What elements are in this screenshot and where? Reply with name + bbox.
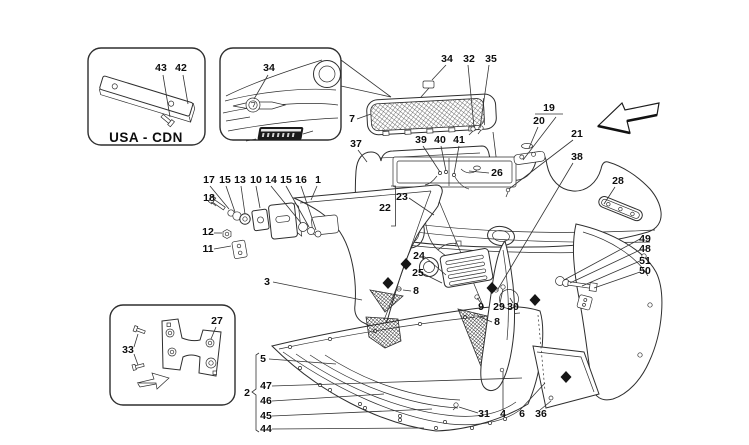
slotted-plate-art (439, 248, 494, 288)
fastener-diamond-icon (382, 277, 394, 289)
callout-20: 20 (533, 115, 545, 127)
callout-labels: 43 42 34 34 32 35 7 37 19 20 21 38 28 17… (122, 53, 651, 435)
leader-lines (209, 64, 641, 433)
callout-15-b: 15 (280, 174, 292, 186)
fastener-diamond-icon (400, 258, 412, 270)
callout-34-a: 34 (263, 62, 275, 74)
screws-33-art (131, 325, 146, 371)
callout-10: 10 (250, 174, 262, 186)
callout-48: 48 (639, 243, 651, 255)
fastener-diamond-icon (560, 371, 572, 383)
callout-8-a: 8 (413, 285, 419, 297)
callout-36: 36 (535, 408, 547, 420)
license-plate-support-art (98, 75, 196, 123)
screw-43-art (160, 113, 175, 128)
callout-16: 16 (295, 174, 307, 186)
grille-clip-art (420, 80, 435, 98)
callout-29: 29 (493, 301, 505, 313)
direction-arrow-large-icon (596, 101, 660, 135)
callout-25: 25 (412, 267, 424, 279)
marker-lamp-art (598, 196, 643, 222)
callout-49: 49 (639, 233, 651, 245)
callout-34-b: 34 (441, 53, 453, 65)
callout-50: 50 (639, 265, 651, 277)
callout-40: 40 (434, 134, 446, 146)
callout-22: 22 (379, 202, 391, 214)
callout-14: 14 (265, 174, 277, 186)
inset-box-front-view (219, 47, 392, 142)
fastener-diamond-icons (382, 258, 572, 383)
callout-35: 35 (485, 53, 497, 65)
hardware-cluster-art (207, 195, 322, 259)
callout-47: 47 (260, 380, 272, 392)
fastener-diamond-icon (529, 294, 541, 306)
callout-12: 12 (202, 226, 214, 238)
callout-15-a: 15 (219, 174, 231, 186)
callout-46: 46 (260, 395, 272, 407)
prancing-horse-emblem-icon (245, 97, 261, 113)
callout-2: 2 (244, 387, 250, 399)
callout-7: 7 (349, 113, 355, 125)
callout-19: 19 (543, 102, 555, 114)
callout-13: 13 (234, 174, 246, 186)
callout-39: 39 (415, 134, 427, 146)
callout-21: 21 (571, 128, 583, 140)
clip-assembly-art (505, 143, 546, 198)
region-label: USA - CDN (109, 130, 183, 145)
callout-26: 26 (491, 167, 503, 179)
bracket-27-art (161, 318, 222, 377)
callout-45: 45 (260, 410, 272, 422)
callout-6: 6 (519, 408, 525, 420)
inset-box-bracket (109, 304, 236, 406)
callout-8-b: 8 (494, 316, 500, 328)
fastener-diamond-icon (486, 282, 498, 294)
front-grille-art (366, 93, 497, 136)
callout-5: 5 (260, 353, 266, 365)
callout-42: 42 (175, 62, 187, 74)
callout-32: 32 (463, 53, 475, 65)
callout-4: 4 (500, 408, 506, 420)
callout-31: 31 (478, 408, 490, 420)
callout-30: 30 (507, 301, 519, 313)
callout-27: 27 (211, 315, 223, 327)
callout-3: 3 (264, 276, 270, 288)
callout-38: 38 (571, 151, 583, 163)
callout-17: 17 (203, 174, 215, 186)
mesh-patch-upper (369, 289, 404, 313)
callout-51: 51 (639, 255, 651, 267)
inset-box-usa-cdn: USA - CDN (87, 47, 206, 146)
direction-arrow-inset-icon (136, 372, 170, 390)
callout-28: 28 (612, 175, 624, 187)
callout-18: 18 (203, 192, 215, 204)
callout-33: 33 (122, 344, 134, 356)
mesh-patch-left (365, 316, 402, 349)
callout-43: 43 (155, 62, 167, 74)
callout-9: 9 (478, 301, 484, 313)
bolt-cluster-art (555, 276, 598, 311)
callout-37: 37 (350, 138, 362, 150)
callout-11: 11 (202, 243, 213, 255)
callout-23: 23 (396, 191, 408, 203)
car-nose-art (222, 59, 341, 132)
callout-24: 24 (413, 250, 425, 262)
script-badge-icon (257, 127, 304, 140)
support-strut-art (480, 239, 516, 392)
callout-1: 1 (315, 174, 321, 186)
callout-41: 41 (453, 134, 465, 146)
callout-44: 44 (260, 423, 272, 435)
